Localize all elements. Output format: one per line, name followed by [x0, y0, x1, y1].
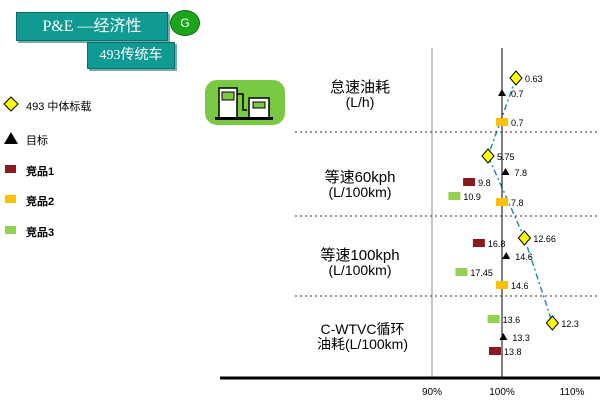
group-label-idle: 怠速油耗 (L/h) — [300, 80, 420, 110]
group-label-cwtvc: C-WTVC循环 油耗(L/100km) — [300, 322, 425, 352]
legend-label: 493 中体标载 — [26, 101, 92, 113]
data-label: 0.7 — [511, 118, 524, 128]
data-label: 10.9 — [463, 192, 481, 202]
grade-badge: G — [170, 10, 200, 36]
legend-label: 竞品1 — [26, 166, 55, 178]
marker-competitor — [448, 192, 461, 200]
data-label: 14.6 — [515, 252, 533, 262]
data-label: 16.8 — [488, 239, 506, 249]
square-marker-icon — [5, 195, 16, 203]
marker-493 — [481, 148, 495, 164]
page-title: P&E —经济性 — [16, 12, 168, 41]
data-label: 9.8 — [478, 178, 491, 188]
marker-493 — [545, 315, 560, 331]
data-label: 13.3 — [512, 333, 530, 343]
legend-item-493: 493 中体标载 — [0, 96, 160, 114]
marker-competitor — [496, 198, 508, 206]
data-label: 5.75 — [497, 152, 515, 162]
x-tick-label: 90% — [422, 387, 442, 398]
legend-item-competitor-3: 竞品3 — [0, 222, 160, 240]
trend-line — [487, 77, 554, 324]
marker-target — [501, 168, 510, 175]
group-label-line: (L/100km) — [328, 184, 392, 200]
data-label: 17.45 — [470, 268, 493, 278]
data-label: 0.63 — [525, 74, 543, 84]
marker-competitor — [487, 315, 500, 323]
group-label-60kph: 等速60kph (L/100km) — [300, 170, 420, 200]
marker-target — [498, 89, 506, 96]
x-tick-label: 100% — [489, 387, 515, 398]
legend-item-competitor-2: 竞品2 — [0, 191, 160, 209]
marker-target — [499, 333, 508, 340]
square-marker-icon — [5, 165, 16, 173]
data-label: 12.66 — [533, 234, 556, 244]
group-label-line: C-WTVC循环 — [320, 321, 405, 337]
marker-competitor — [496, 118, 508, 126]
square-marker-icon — [5, 226, 16, 234]
marker-competitor — [472, 239, 485, 247]
data-label: 7.8 — [515, 168, 528, 178]
marker-target — [502, 252, 511, 259]
data-label: 13.8 — [504, 347, 522, 357]
marker-competitor — [496, 281, 508, 289]
triangle-marker-icon — [4, 132, 18, 144]
group-label-line: 等速100kph — [320, 247, 400, 264]
fuel-pump-icon — [215, 87, 273, 120]
legend-item-target: 目标 — [0, 130, 160, 148]
data-label: 7.8 — [511, 198, 524, 208]
legend-label: 竞品2 — [26, 196, 55, 208]
data-label: 14.6 — [511, 281, 529, 291]
legend-label: 竞品3 — [26, 227, 55, 239]
group-label-line: (L/100km) — [328, 262, 392, 278]
data-label: 0.7 — [511, 89, 524, 99]
page-subtitle: 493传统车 — [87, 42, 175, 69]
legend-item-competitor-1: 竞品1 — [0, 161, 160, 179]
diamond-marker-icon — [3, 96, 19, 112]
legend-label: 目标 — [26, 135, 48, 147]
group-label-line: (L/h) — [345, 94, 375, 110]
group-label-line: 油耗(L/100km) — [316, 336, 409, 352]
group-label-line: 怠速油耗 — [329, 79, 390, 96]
data-label: 12.3 — [561, 319, 579, 329]
x-tick-label: 110% — [560, 387, 585, 398]
marker-competitor — [455, 268, 468, 276]
data-label: 13.6 — [503, 315, 521, 325]
marker-493 — [509, 70, 523, 86]
group-label-100kph: 等速100kph (L/100km) — [295, 248, 425, 278]
group-label-line: 等速60kph — [324, 169, 396, 186]
marker-competitor — [489, 347, 501, 355]
icon-panel — [205, 80, 285, 125]
marker-competitor — [463, 178, 476, 186]
marker-493 — [517, 230, 532, 246]
